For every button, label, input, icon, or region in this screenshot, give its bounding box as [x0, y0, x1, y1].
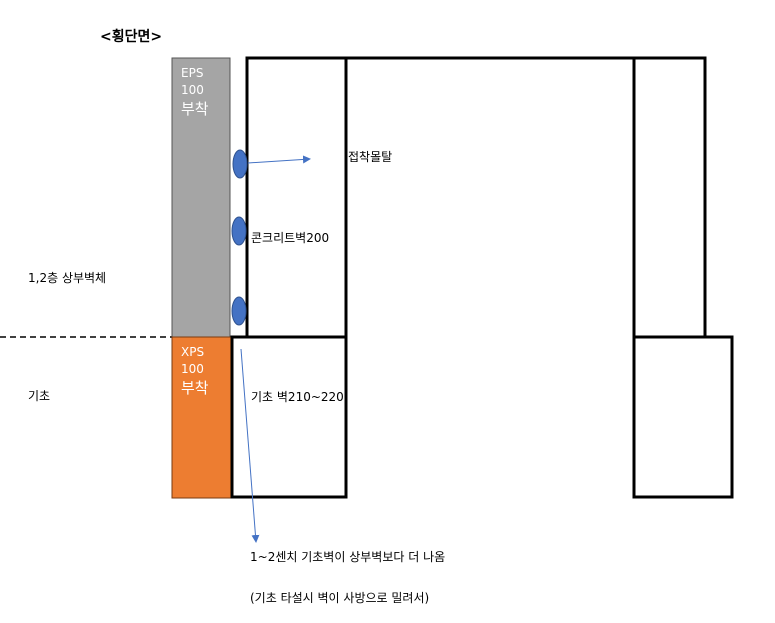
eps-label-thickness: 100	[181, 83, 204, 97]
mortar-arrow	[247, 155, 311, 164]
xps-label-attach: 부착	[181, 379, 209, 397]
xps-label-thickness: 100	[181, 362, 204, 376]
foundation-wall-right	[632, 335, 734, 499]
mortar-dot	[232, 149, 248, 179]
foundation-label: 기초	[28, 389, 51, 403]
section-title: <횡단면>	[100, 29, 163, 45]
mortar-dot	[231, 216, 247, 246]
concrete-wall-label: 콘크리트벽200	[251, 231, 330, 245]
offset-arrow	[240, 348, 260, 543]
note-reason: (기초 타설시 벽이 사방으로 밀려서)	[250, 591, 430, 605]
xps-label-type: XPS	[181, 345, 205, 359]
upper-wall-frame	[245, 56, 707, 337]
eps-insulation-panel	[171, 57, 231, 338]
adhesive-mortar-label: 접착몰탈	[348, 150, 393, 164]
eps-label-attach: 부착	[181, 100, 209, 118]
foundation-wall-label: 기초 벽210~220	[251, 390, 344, 404]
mortar-dot	[231, 296, 247, 326]
foundation-wall-left	[230, 335, 348, 499]
upper-wall-label: 1,2층 상부벽체	[28, 271, 107, 285]
xps-insulation-panel	[171, 336, 232, 499]
note-offset: 1~2센치 기초벽이 상부벽보다 더 나옴	[250, 550, 446, 564]
eps-label-type: EPS	[181, 66, 204, 80]
